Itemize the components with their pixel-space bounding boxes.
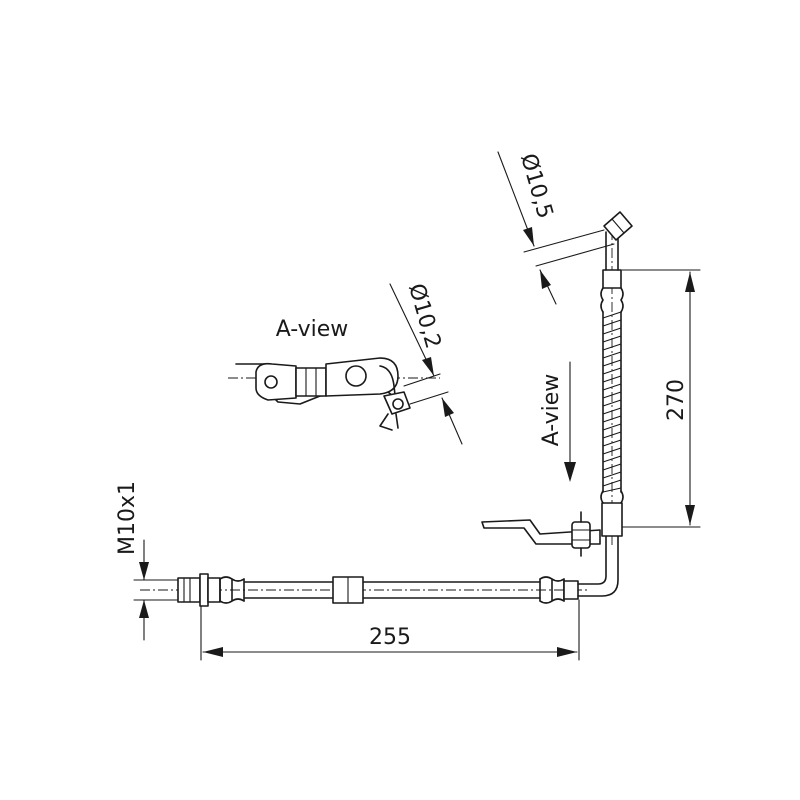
a-view-direction-label: A-view [539,374,564,447]
dimension-thread [133,539,179,641]
a-view-arrow [564,361,576,482]
a-view-detail [228,357,440,431]
dimension-255-label: 255 [369,625,411,650]
dimension-270-label: 270 [664,379,689,421]
lower-crimp-fitting [600,490,624,537]
dimension-vertical-270 [621,269,701,528]
dimension-diameter-detail [389,283,463,445]
middle-sleeve [332,576,364,604]
dimension-horizontal-255 [200,599,580,661]
left-threaded-fitting [177,573,245,607]
inlet-pipe-end [603,211,633,241]
dimension-diameter-detail-label: Ø10,2 [403,281,445,352]
dimension-diameter-inlet-label: Ø10,5 [515,151,557,222]
right-crimp-fitting [539,576,579,604]
pipe-elbow [577,535,619,597]
dimension-thread-label: M10x1 [115,481,140,555]
dimension-diameter-inlet [497,151,615,305]
a-view-detail-label: A-view [276,317,349,342]
upper-crimp-fitting [600,231,624,313]
mounting-bracket [481,511,601,557]
vertical-hose-section [481,211,633,557]
horizontal-hose-section [140,535,619,607]
